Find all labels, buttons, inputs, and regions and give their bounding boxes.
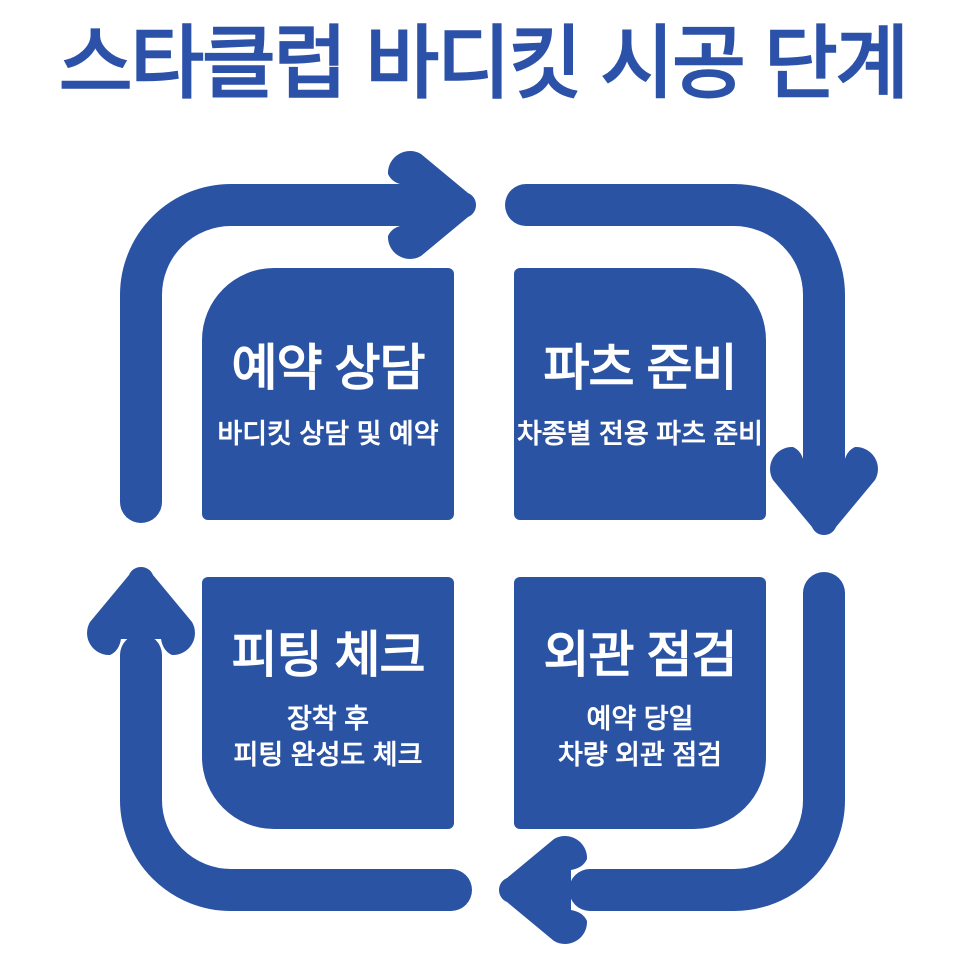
step-heading: 피팅 체크 [231, 627, 426, 683]
step-heading: 예약 상담 [231, 340, 426, 396]
description-line: 차종별 전용 파츠 준비 [516, 419, 764, 449]
description-line: 차량 외관 점검 [557, 740, 723, 770]
description-line: 바디킷 상담 및 예약 [217, 419, 439, 449]
step-description: 장착 후 피팅 완성도 체크 [234, 701, 423, 773]
step-box-fitting-check: 피팅 체크 장착 후 피팅 완성도 체크 [202, 577, 454, 829]
arrow-bottom-shaft [569, 572, 845, 911]
step-description: 예약 당일 차량 외관 점검 [558, 701, 722, 773]
description-line: 피팅 완성도 체크 [233, 740, 423, 770]
arrow-bottom [499, 572, 845, 944]
arrow-top-shaft [120, 184, 421, 523]
step-description: 바디킷 상담 및 예약 [217, 416, 438, 452]
arrow-top [120, 151, 476, 523]
step-heading: 외관 점검 [543, 627, 738, 683]
description-line: 장착 후 [286, 704, 369, 734]
arrow-right-shaft [505, 184, 845, 481]
step-box-exterior-inspection: 외관 점검 예약 당일 차량 외관 점검 [514, 577, 766, 829]
step-heading: 파츠 준비 [543, 340, 738, 396]
arrow-right [505, 184, 878, 535]
arrow-left-shaft [120, 634, 472, 911]
step-description: 차종별 전용 파츠 준비 [517, 416, 763, 452]
page-title: 스타클럽 바디킷 시공 단계 [58, 19, 909, 108]
arrow-left [87, 567, 472, 911]
description-line: 예약 당일 [586, 704, 694, 734]
step-box-parts-preparation: 파츠 준비 차종별 전용 파츠 준비 [514, 268, 766, 520]
step-box-reservation-consult: 예약 상담 바디킷 상담 및 예약 [202, 268, 454, 520]
